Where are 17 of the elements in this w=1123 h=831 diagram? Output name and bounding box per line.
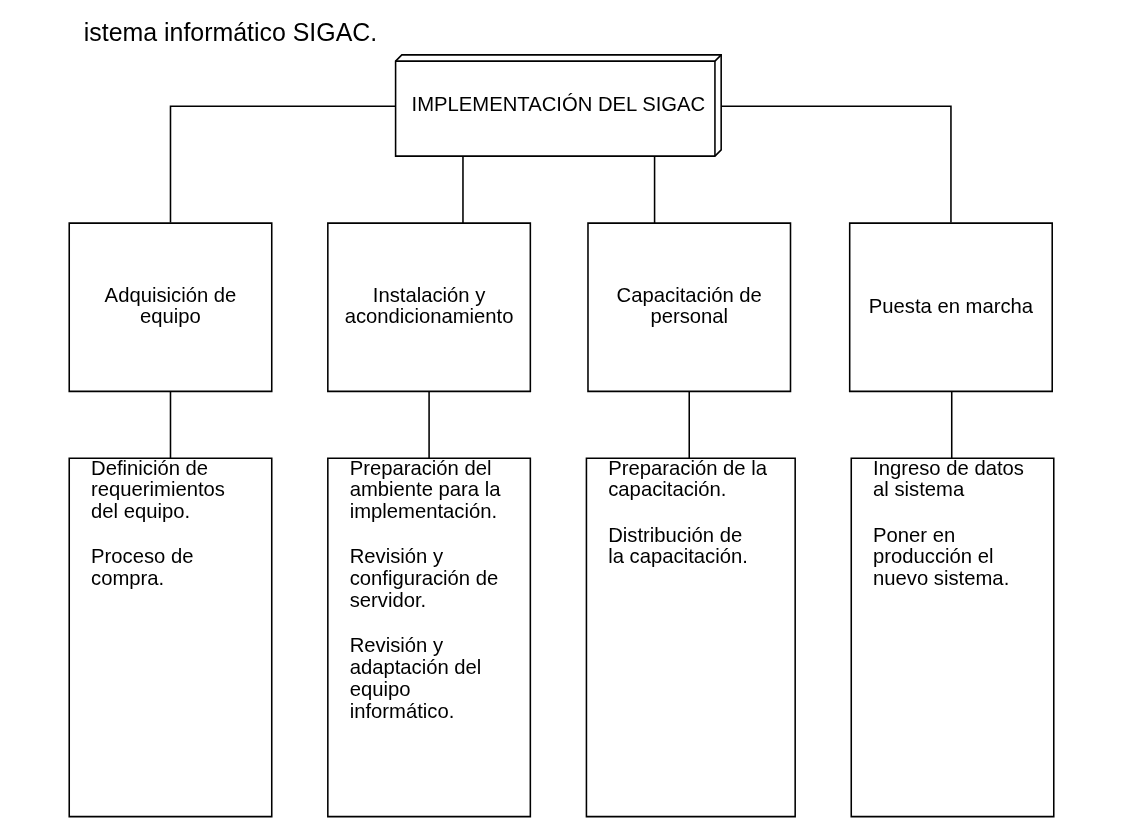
connector: [688, 390, 690, 459]
node-box: Puesta en marcha: [848, 222, 1053, 393]
node-box: Capacitación de personal: [587, 222, 792, 393]
node-box: Adquisición de equipo: [68, 222, 273, 393]
node-box: Preparación de la capacitación. Distribución de la capacitación.: [585, 457, 796, 818]
connector: [169, 390, 172, 459]
connector: [462, 155, 464, 224]
node-box: Ingreso de datos al sistema Poner en producción el nuevo sistema.: [850, 457, 1055, 818]
node-box: Instalación y acondicionamiento: [327, 222, 532, 393]
node-box: Definición de requerimientos del equipo. Proceso de compra.: [68, 457, 273, 818]
node-box: Preparación del ambiente para la implementación. Revisión y configuración de servidor. Revisión y adaptación del equipo informático.: [327, 457, 532, 818]
connector: [950, 390, 953, 459]
connector: [720, 105, 952, 224]
diagram-title: istema informático SIGAC.: [83, 17, 378, 46]
connector: [428, 390, 430, 459]
connector: [653, 155, 656, 224]
connector: [169, 105, 397, 224]
